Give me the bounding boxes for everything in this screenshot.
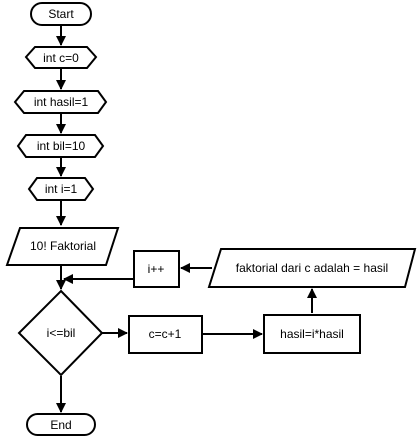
c-increment-label: c=c+1: [149, 327, 182, 341]
int-bil-label: int bil=10: [37, 139, 86, 153]
end-node: End: [26, 413, 96, 436]
hasil-calc-node: hasil=i*hasil: [263, 314, 361, 354]
output-result-node: faktorial dari c adalah = hasil: [207, 248, 417, 288]
output-title-label: 10! Faktorial: [30, 239, 96, 253]
int-c-label: int c=0: [43, 51, 79, 65]
end-label: End: [50, 418, 71, 432]
hasil-calc-label: hasil=i*hasil: [280, 327, 344, 341]
start-node: Start: [30, 2, 92, 26]
i-increment-label: i++: [148, 262, 165, 276]
int-bil-node: int bil=10: [16, 134, 105, 158]
int-hasil-label: int hasil=1: [34, 95, 89, 109]
condition-label: i<=bil: [47, 326, 76, 340]
output-result-label: faktorial dari c adalah = hasil: [236, 261, 388, 275]
int-hasil-node: int hasil=1: [13, 90, 108, 114]
output-title-node: 10! Faktorial: [5, 227, 120, 266]
int-c-node: int c=0: [24, 46, 98, 69]
c-increment-node: c=c+1: [128, 315, 203, 354]
i-increment-node: i++: [133, 250, 180, 288]
condition-node: i<=bil: [17, 289, 104, 377]
int-i-node: int i=1: [27, 177, 95, 201]
edges: [56, 25, 317, 413]
start-label: Start: [48, 7, 74, 21]
int-i-label: int i=1: [45, 182, 78, 196]
